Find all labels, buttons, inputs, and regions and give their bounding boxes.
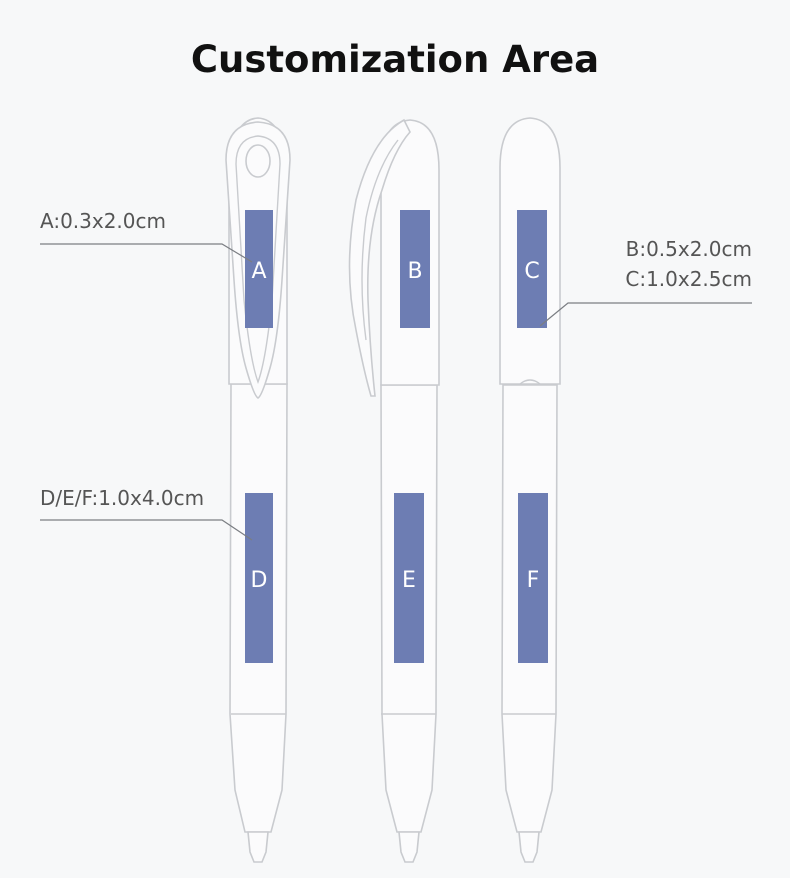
leader-line-bc <box>539 302 752 327</box>
pen-back-view: C F <box>499 117 561 863</box>
zone-a-letter: A <box>251 259 266 284</box>
spec-label-def: D/E/F:1.0x4.0cm <box>40 486 204 510</box>
pen-side-view: B E <box>348 118 440 863</box>
pen-back-tip <box>518 831 540 863</box>
zone-b <box>400 210 430 328</box>
zone-c-letter: C <box>524 259 539 284</box>
zone-b-letter: B <box>407 259 422 284</box>
spec-label-c: C:1.0x2.5cm <box>625 267 752 291</box>
page-title: Customization Area <box>190 38 600 81</box>
leader-line-def <box>40 519 253 541</box>
zone-e-letter: E <box>402 568 416 593</box>
zone-c <box>517 210 547 328</box>
zone-f-letter: F <box>527 568 540 593</box>
pen-front-view: A D <box>225 117 291 863</box>
zone-a <box>245 210 273 328</box>
pen-front-clip-hole <box>245 144 271 178</box>
spec-label-b: B:0.5x2.0cm <box>626 237 752 261</box>
pen-front-tip <box>247 831 269 863</box>
zone-d <box>245 493 273 663</box>
zone-e <box>394 493 424 663</box>
pen-side-tip <box>398 831 420 863</box>
zone-f <box>518 493 548 663</box>
spec-label-a: A:0.3x2.0cm <box>40 209 166 233</box>
zone-d-letter: D <box>251 568 268 593</box>
leader-line-a <box>40 243 253 263</box>
